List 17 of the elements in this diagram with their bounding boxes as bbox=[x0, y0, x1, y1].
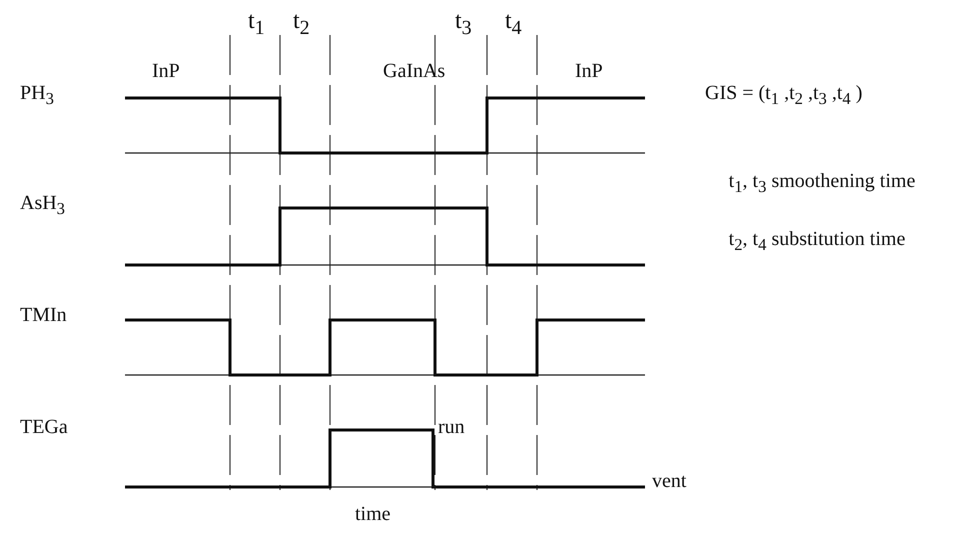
layer-label: InP bbox=[152, 60, 180, 82]
signal-name: AsH$_{3}$ bbox=[20, 192, 65, 218]
layer-label: GaInAs bbox=[383, 60, 446, 82]
signal-name: TEGa bbox=[20, 416, 68, 438]
layer-label: InP bbox=[575, 60, 603, 82]
signal-name: TMIn bbox=[20, 304, 67, 326]
interval-label: t$_{3}$ bbox=[455, 8, 472, 39]
interval-label: t$_{4}$ bbox=[505, 8, 522, 39]
note-text: t$_{1}$, t$_{3}$ smoothening time bbox=[728, 170, 916, 196]
state-label: run bbox=[438, 416, 465, 438]
state-label: vent bbox=[652, 470, 686, 492]
axis-label: time bbox=[355, 503, 391, 525]
note-text: t$_{2}$, t$_{4}$ substitution time bbox=[728, 228, 906, 254]
interval-label: t$_{2}$ bbox=[293, 8, 310, 39]
formula-text: GIS = (t$_{1}$ ,t$_{2}$ ,t$_{3}$ ,t$_{4}$ ) bbox=[705, 82, 862, 108]
signal-name: PH$_{3}$ bbox=[20, 82, 54, 108]
interval-label: t$_{1}$ bbox=[248, 8, 265, 39]
